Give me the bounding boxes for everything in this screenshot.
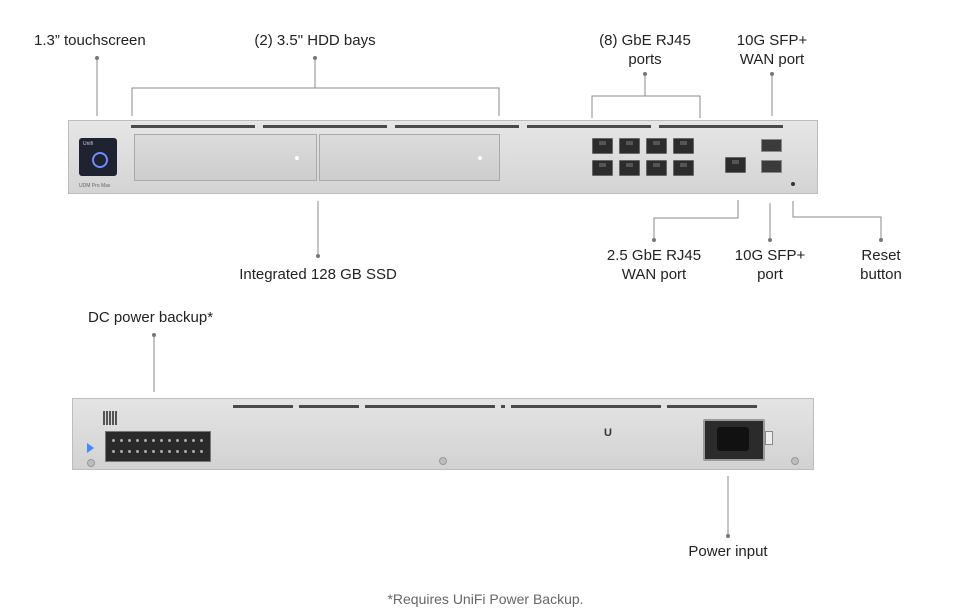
- rj45-port-2[interactable]: [592, 160, 613, 176]
- backup-arrow-icon: [87, 443, 94, 453]
- touchscreen[interactable]: Unifi: [79, 138, 117, 176]
- sfp-wan-port[interactable]: [761, 139, 782, 152]
- screen-text: Unifi: [83, 141, 94, 147]
- rj45-port-4[interactable]: [619, 160, 640, 176]
- hdd-bay-2[interactable]: [319, 134, 500, 181]
- hdd-bracket: [131, 87, 500, 116]
- rj45-port-8[interactable]: [673, 160, 694, 176]
- label-sfp-port-2: port: [757, 266, 783, 283]
- label-hdd-bays: (2) 3.5" HDD bays: [254, 32, 376, 49]
- qr-code: [103, 411, 117, 425]
- label-ssd: Integrated 128 GB SSD: [239, 266, 397, 283]
- vent-slot: [667, 405, 757, 408]
- label-wan-rj45-2: WAN port: [621, 266, 687, 283]
- sfp-port[interactable]: [761, 160, 782, 173]
- vent-slot: [263, 125, 387, 128]
- front-panel: Unifi UDM Pro Max: [68, 120, 818, 194]
- power-input-socket[interactable]: [703, 419, 765, 461]
- label-wan-rj45-1: 2.5 GbE RJ45: [606, 247, 702, 264]
- rj45-port-1[interactable]: [592, 138, 613, 154]
- footnote: *Requires UniFi Power Backup.: [387, 591, 584, 607]
- vent-slot: [233, 405, 293, 408]
- vent-slot: [501, 405, 505, 408]
- bay-led-icon: [478, 156, 482, 160]
- screw-icon: [87, 459, 95, 467]
- vent-slot: [527, 125, 651, 128]
- dc-power-backup-port[interactable]: [105, 431, 211, 462]
- hdd-bay-1[interactable]: [134, 134, 317, 181]
- screw-icon: [791, 457, 799, 465]
- rj45-port-7[interactable]: [673, 138, 694, 154]
- label-power-input: Power input: [688, 543, 768, 560]
- label-reset-1: Reset: [861, 247, 901, 264]
- label-sfp-wan-1: 10G SFP+: [736, 32, 808, 49]
- label-sfp-port-1: 10G SFP+: [734, 247, 806, 264]
- iec-socket-icon: [717, 427, 749, 451]
- ubiquiti-logo-icon: U: [604, 427, 612, 439]
- vent-slot: [365, 405, 495, 408]
- vent-slot: [131, 125, 255, 128]
- rear-panel: U: [72, 398, 814, 470]
- screen-ring-icon: [92, 152, 108, 168]
- wan-rj45-port[interactable]: [725, 157, 746, 173]
- label-rj45-ports-2: ports: [628, 51, 662, 68]
- rj45-port-6[interactable]: [646, 160, 667, 176]
- screw-icon: [439, 457, 447, 465]
- label-sfp-wan-2: WAN port: [739, 51, 805, 68]
- rj45-port-5[interactable]: [646, 138, 667, 154]
- vent-slot: [299, 405, 359, 408]
- vent-slot: [659, 125, 783, 128]
- vent-slot: [395, 125, 519, 128]
- rj45-bracket: [591, 95, 701, 118]
- label-reset-2: button: [860, 266, 902, 283]
- vent-slot: [511, 405, 661, 408]
- bay-led-icon: [295, 156, 299, 160]
- model-badge: UDM Pro Max: [79, 183, 111, 189]
- reset-leader: [792, 201, 882, 240]
- label-dc-power: DC power backup*: [88, 309, 214, 326]
- label-touchscreen: 1.3” touchscreen: [34, 32, 146, 49]
- reset-button[interactable]: [791, 182, 795, 186]
- rear-switch[interactable]: [765, 431, 773, 445]
- rj45-port-3[interactable]: [619, 138, 640, 154]
- wan-rj45-leader: [653, 200, 739, 240]
- label-rj45-ports-1: (8) GbE RJ45: [599, 32, 691, 49]
